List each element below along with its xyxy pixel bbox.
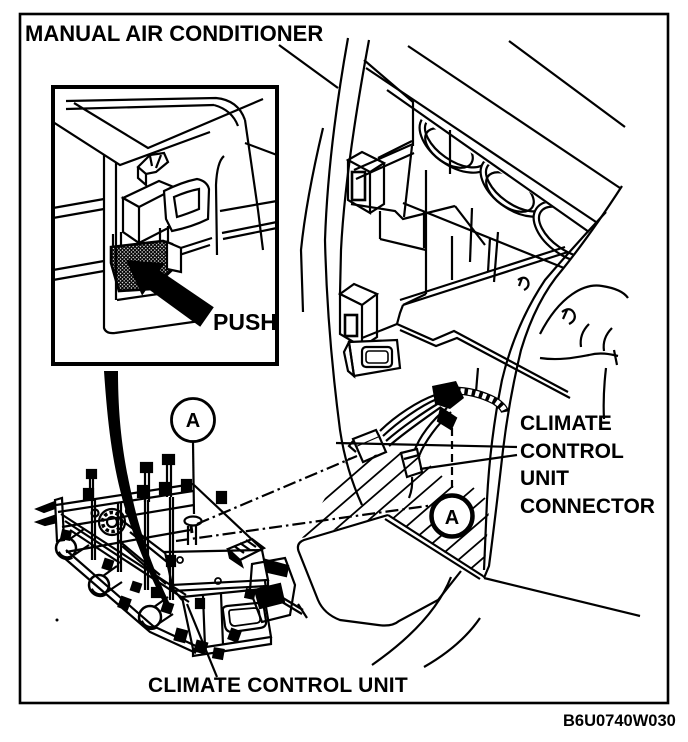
svg-text:B6U0740W030: B6U0740W030 bbox=[563, 712, 676, 730]
svg-text:CLIMATE CONTROL UNIT: CLIMATE CONTROL UNIT bbox=[148, 674, 408, 697]
svg-text:A: A bbox=[445, 507, 459, 529]
svg-text:PUSH: PUSH bbox=[213, 309, 277, 335]
svg-text:CLIMATE: CLIMATE bbox=[520, 412, 612, 435]
svg-text:MANUAL AIR CONDITIONER: MANUAL AIR CONDITIONER bbox=[25, 21, 323, 46]
svg-text:A: A bbox=[186, 410, 200, 432]
svg-text:UNIT: UNIT bbox=[520, 467, 569, 490]
svg-text:CONTROL: CONTROL bbox=[520, 440, 624, 463]
svg-text:CONNECTOR: CONNECTOR bbox=[520, 495, 655, 518]
